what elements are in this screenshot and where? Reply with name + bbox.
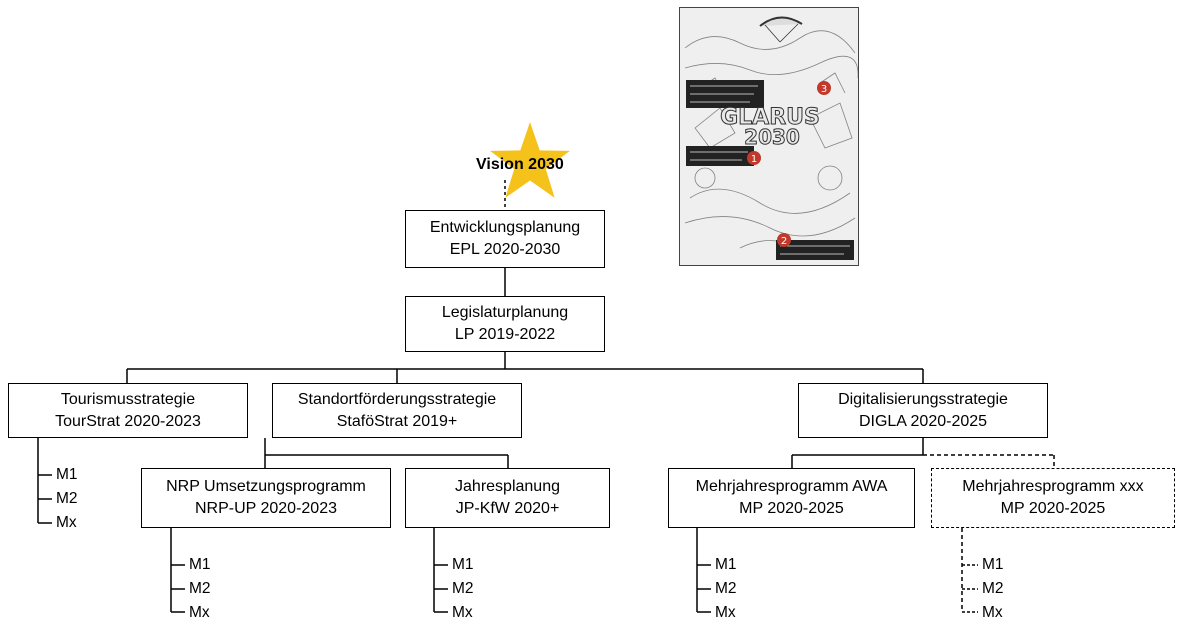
measure-item: Mx: [452, 604, 473, 621]
vision-label: Vision 2030: [476, 155, 564, 175]
xxx-program-title: Mehrjahresprogramm xxx: [962, 478, 1144, 495]
nrp-program-title: NRP Umsetzungsprogramm: [166, 478, 366, 495]
lp-title: Legislaturplanung: [441, 304, 569, 321]
measure-item: Mx: [715, 604, 736, 621]
location-strategy-box: Standortförderungsstrategie StaföStrat 2…: [272, 383, 522, 438]
digital-strategy-box: Digitalisierungsstrategie DIGLA 2020-202…: [798, 383, 1048, 438]
vision-star-icon: [490, 122, 570, 198]
poster-illustration: GLARUS 2030 1 2 3: [680, 8, 858, 265]
measure-item: M2: [189, 580, 211, 597]
epl-period: EPL 2020-2030: [449, 241, 561, 258]
poster-badge-3: [817, 81, 831, 95]
nrp-program-box: NRP Umsetzungsprogramm NRP-UP 2020-2023: [141, 468, 391, 528]
annual-planning-period: JP-KfW 2020+: [455, 500, 560, 517]
location-strategy-title: Standortförderungsstrategie: [297, 390, 497, 408]
tourism-strategy-title: Tourismusstrategie: [60, 390, 196, 408]
measure-item: M1: [189, 556, 211, 573]
poster-badge-2: [777, 233, 791, 247]
xxx-program-period: MP 2020-2025: [1000, 500, 1106, 517]
poster-badge-1-label: 1: [751, 154, 757, 165]
annual-measure-list: M1 M2 Mx: [452, 553, 474, 625]
awa-program-box: Mehrjahresprogramm AWA MP 2020-2025: [668, 468, 915, 528]
measure-item: M2: [56, 490, 78, 507]
measure-item: M1: [452, 556, 474, 573]
tourism-strategy-period: TourStrat 2020-2023: [55, 412, 201, 430]
poster-badge-1: [747, 151, 761, 165]
lp-period: LP 2019-2022: [454, 326, 556, 343]
poster-badge-3-label: 3: [821, 84, 827, 95]
awa-program-period: MP 2020-2025: [739, 500, 844, 517]
tourism-strategy-box: Tourismusstrategie TourStrat 2020-2023: [8, 383, 248, 438]
poster-title-line1: GLARUS: [720, 105, 820, 130]
location-strategy-period: StaföStrat 2019+: [336, 412, 458, 430]
annual-planning-box: Jahresplanung JP-KfW 2020+: [405, 468, 610, 528]
tourism-measure-list: M1 M2 Mx: [56, 463, 78, 535]
measure-item: M1: [715, 556, 737, 573]
nrp-program-period: NRP-UP 2020-2023: [194, 500, 337, 517]
nrp-measure-list: M1 M2 Mx: [189, 553, 211, 625]
annual-planning-title: Jahresplanung: [455, 478, 560, 495]
glarus-2030-poster: GLARUS 2030 1 2 3: [679, 7, 859, 266]
measure-item: Mx: [56, 514, 77, 531]
xxx-measure-list: M1 M2 Mx: [982, 553, 1004, 625]
awa-program-title: Mehrjahresprogramm AWA: [695, 478, 888, 495]
measure-item: M2: [715, 580, 737, 597]
measure-item: Mx: [982, 604, 1003, 621]
epl-box: Entwicklungsplanung EPL 2020-2030: [405, 210, 605, 268]
measure-item: M2: [452, 580, 474, 597]
measure-item: M2: [982, 580, 1004, 597]
poster-title-line2: 2030: [744, 125, 800, 149]
digital-strategy-title: Digitalisierungsstrategie: [838, 390, 1008, 408]
xxx-program-box: Mehrjahresprogramm xxx MP 2020-2025: [931, 468, 1175, 528]
vision-text: Vision 2030: [476, 156, 564, 173]
poster-badge-2-label: 2: [781, 236, 787, 247]
measure-item: M1: [982, 556, 1004, 573]
measure-item: M1: [56, 466, 78, 483]
measure-item: Mx: [189, 604, 210, 621]
lp-box: Legislaturplanung LP 2019-2022: [405, 296, 605, 352]
awa-measure-list: M1 M2 Mx: [715, 553, 737, 625]
digital-strategy-period: DIGLA 2020-2025: [858, 412, 988, 430]
epl-title: Entwicklungsplanung: [429, 219, 581, 236]
